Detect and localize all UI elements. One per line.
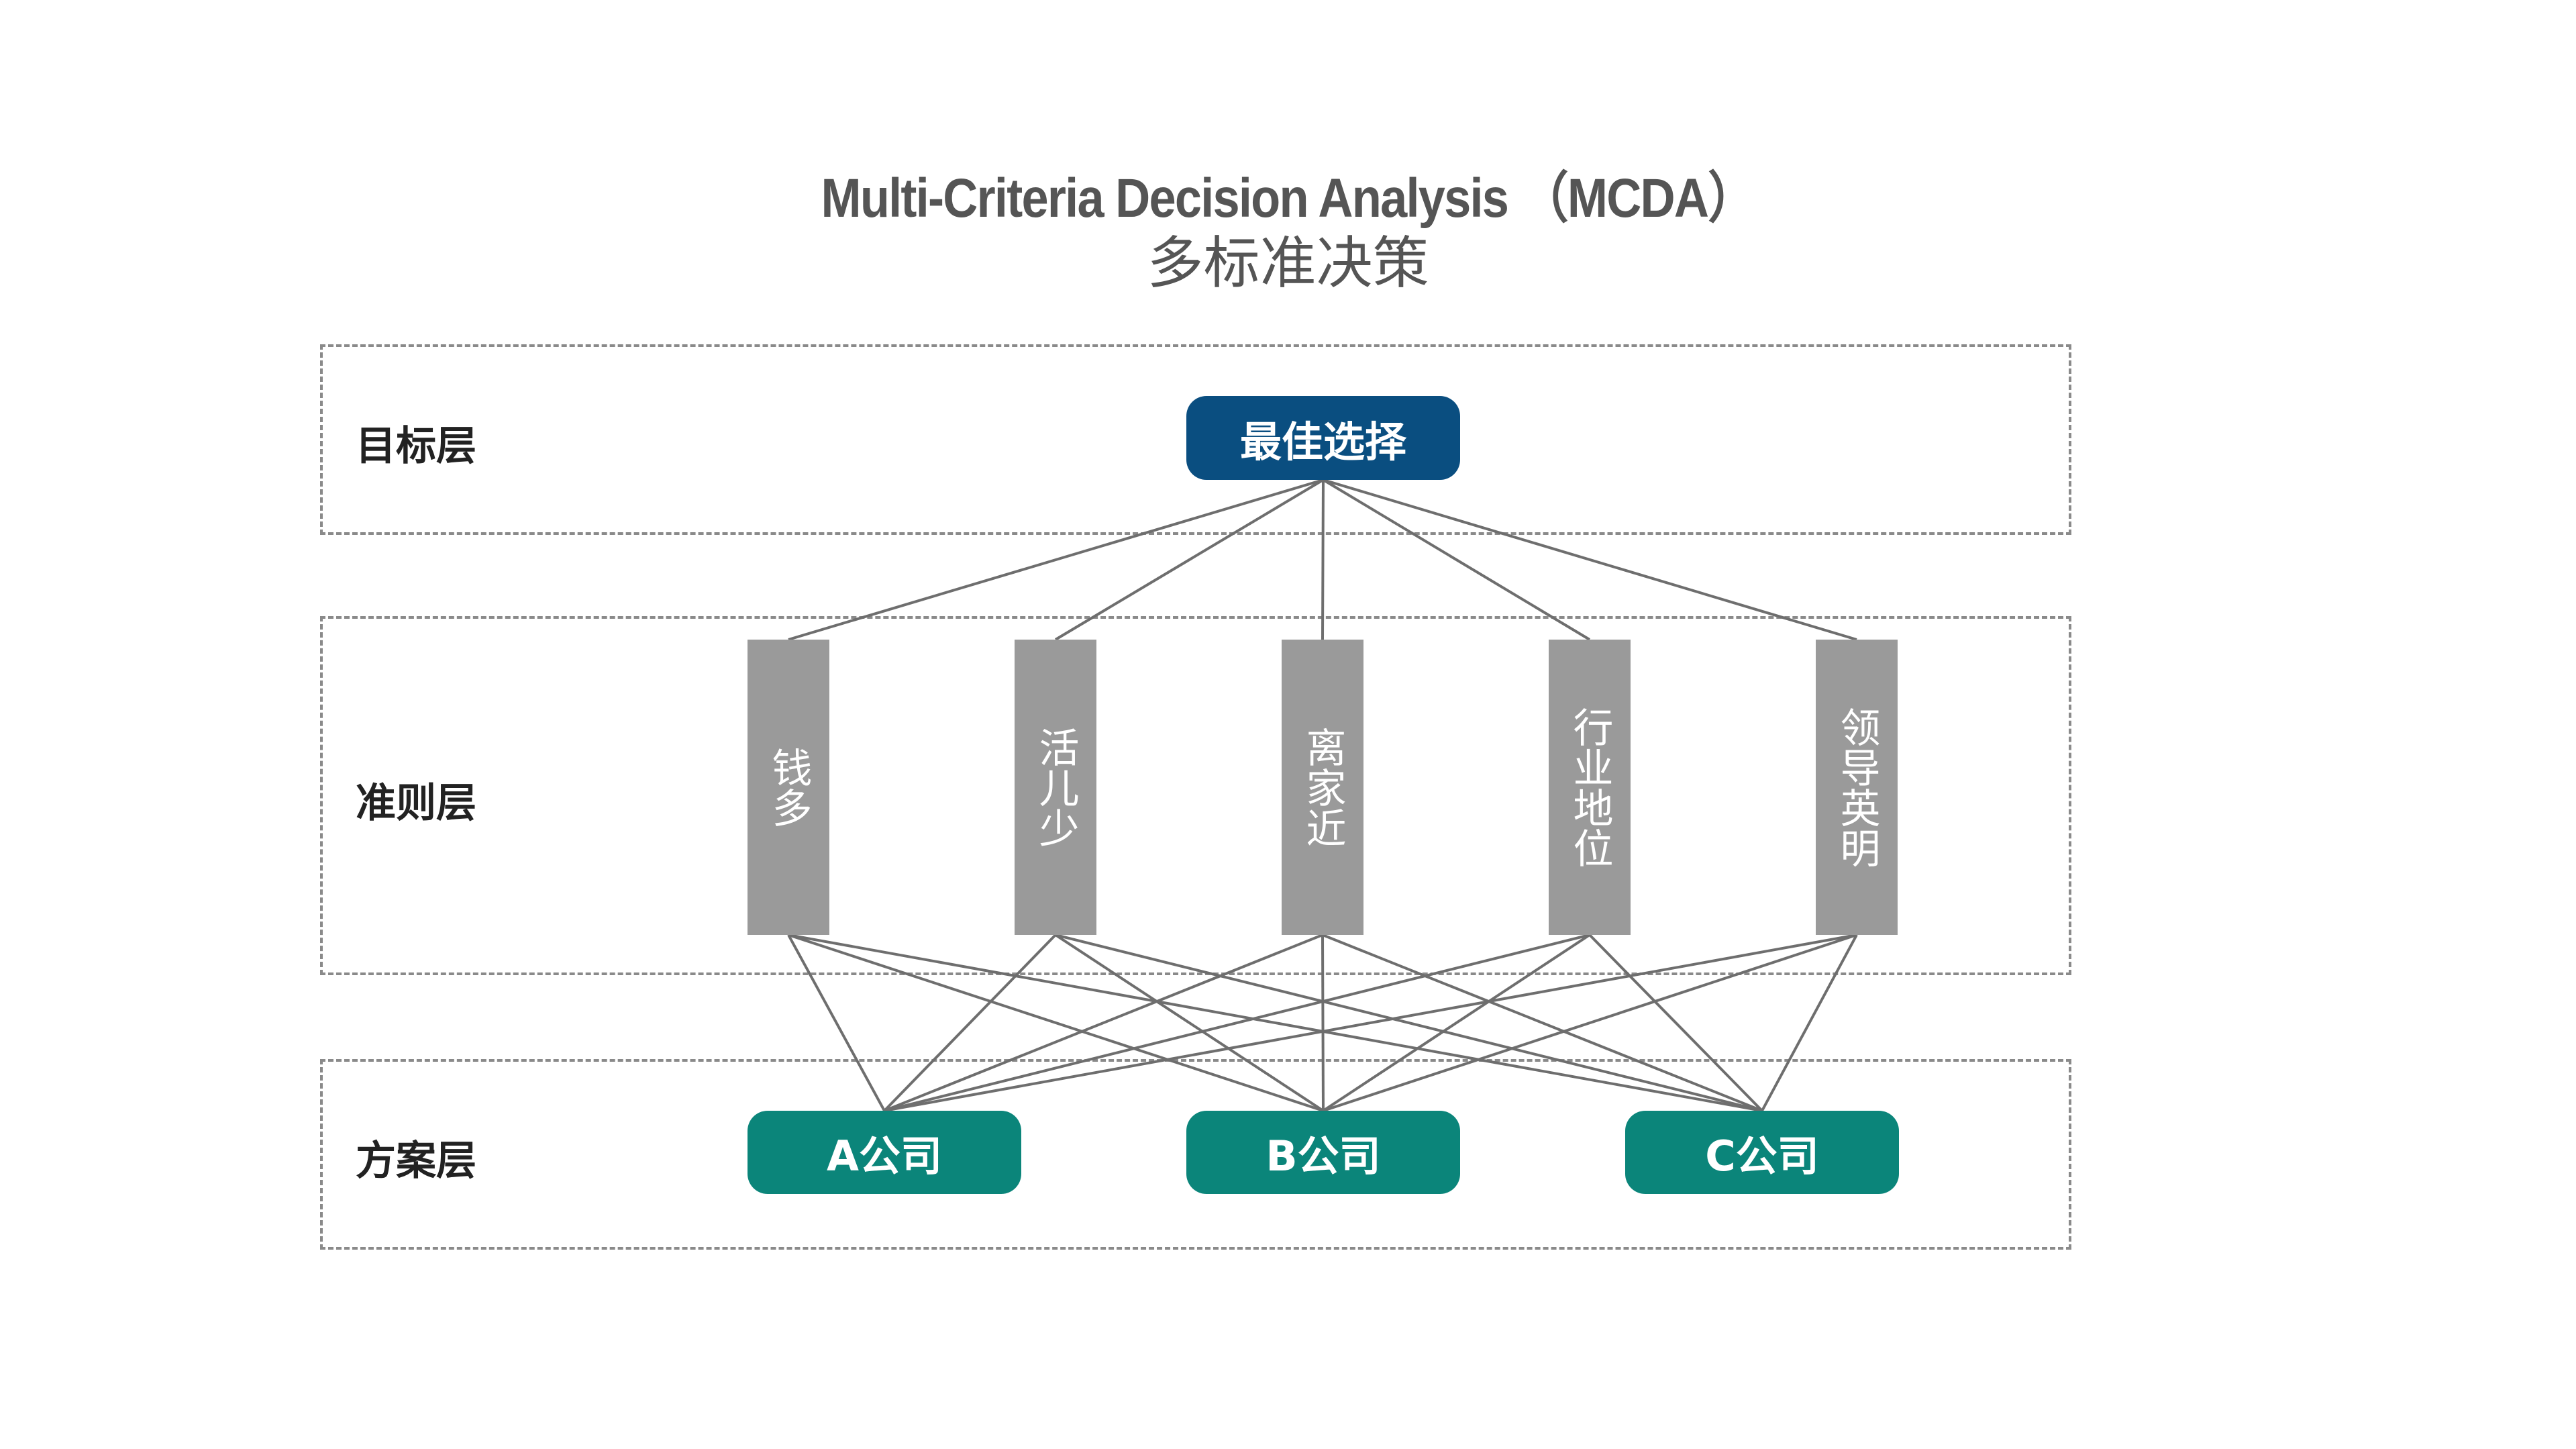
criterion-1-to-alternative-0-line xyxy=(883,934,1057,1112)
criterion-0-to-alternative-1-line xyxy=(788,934,1324,1112)
goal-to-criterion-line-0 xyxy=(788,479,1324,641)
alternative-b: B公司 xyxy=(1186,1111,1460,1194)
goal-node: 最佳选择 xyxy=(1186,396,1460,480)
criterion-industry-status: 行业地位 xyxy=(1549,640,1631,935)
criterion-1-to-alternative-1-line xyxy=(1054,934,1325,1112)
criterion-2-to-alternative-0-line xyxy=(884,934,1323,1112)
criterion-commute: 离家近 xyxy=(1282,640,1363,935)
alternatives-layer-label: 方案层 xyxy=(356,1138,476,1185)
goal-layer-label: 目标层 xyxy=(356,423,476,470)
alternative-c: C公司 xyxy=(1625,1111,1899,1194)
criterion-3-to-alternative-0-line xyxy=(884,934,1590,1112)
criterion-1-to-alternative-2-line xyxy=(1055,934,1763,1112)
criterion-0-to-alternative-2-line xyxy=(788,934,1763,1112)
criterion-3-to-alternative-2-line xyxy=(1588,934,1763,1112)
alternatives-layer-box xyxy=(320,1059,2071,1250)
alternative-a: A公司 xyxy=(748,1111,1021,1194)
criterion-4-to-alternative-0-line xyxy=(884,934,1857,1112)
criterion-money: 钱多 xyxy=(748,640,829,935)
goal-to-criterion-line-3 xyxy=(1322,479,1591,641)
goal-to-criterion-line-1 xyxy=(1054,479,1325,641)
criteria-layer-box xyxy=(320,616,2071,975)
criterion-workload: 活儿少 xyxy=(1015,640,1096,935)
criterion-3-to-alternative-1-line xyxy=(1322,934,1591,1112)
criterion-0-to-alternative-0-line xyxy=(787,934,886,1111)
goal-to-criterion-line-4 xyxy=(1323,479,1857,641)
goal-layer-box xyxy=(320,344,2071,535)
title-english: Multi-Criteria Decision Analysis （MCDA） xyxy=(821,168,1756,229)
criterion-4-to-alternative-2-line xyxy=(1761,934,1858,1111)
criterion-leadership: 领导英明 xyxy=(1816,640,1898,935)
criterion-4-to-alternative-1-line xyxy=(1323,934,1857,1112)
criteria-layer-label: 准则层 xyxy=(356,780,476,827)
criterion-2-to-alternative-2-line xyxy=(1322,934,1763,1112)
title-chinese: 多标准决策 xyxy=(1147,230,1429,296)
